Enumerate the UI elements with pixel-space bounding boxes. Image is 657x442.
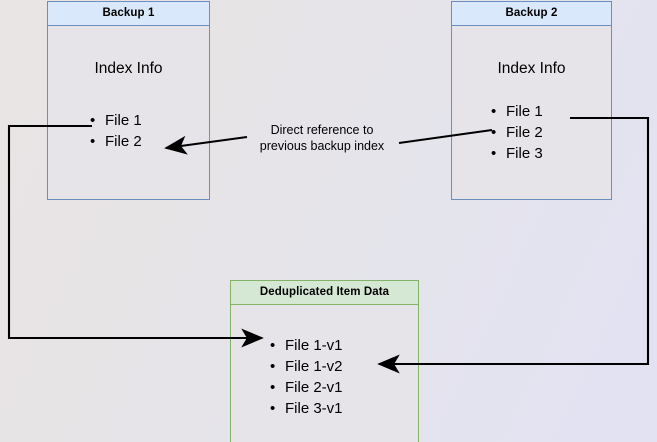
node-backup-1-body: Index Info File 1 File 2	[48, 26, 209, 199]
node-backup-1-item-list: File 1 File 2	[90, 110, 142, 152]
list-item: File 2	[90, 131, 142, 152]
node-deduplicated-item-data[interactable]: Deduplicated Item Data File 1-v1 File 1-…	[230, 280, 419, 442]
edge-label-direct-reference: Direct reference to previous backup inde…	[259, 123, 385, 153]
list-item: File 1	[491, 101, 543, 122]
list-item: File 1-v1	[270, 335, 343, 356]
node-deduplicated-item-data-header: Deduplicated Item Data	[231, 281, 418, 305]
node-backup-2-item-list: File 1 File 2 File 3	[491, 101, 543, 164]
node-deduplicated-item-list: File 1-v1 File 1-v2 File 2-v1 File 3-v1	[270, 335, 343, 419]
node-backup-2[interactable]: Backup 2 Index Info File 1 File 2 File 3	[451, 1, 612, 200]
list-item: File 3	[491, 143, 543, 164]
node-backup-2-body: Index Info File 1 File 2 File 3	[452, 26, 611, 199]
list-item: File 3-v1	[270, 398, 343, 419]
list-item: File 2-v1	[270, 377, 343, 398]
list-item: File 1	[90, 110, 142, 131]
list-item: File 2	[491, 122, 543, 143]
node-backup-1-title: Index Info	[94, 60, 163, 77]
node-backup-2-title: Index Info	[497, 60, 566, 77]
node-backup-2-header: Backup 2	[452, 2, 611, 26]
node-deduplicated-item-data-body: File 1-v1 File 1-v2 File 2-v1 File 3-v1	[231, 305, 418, 442]
list-item: File 1-v2	[270, 356, 343, 377]
node-backup-1-header: Backup 1	[48, 2, 209, 26]
node-backup-1[interactable]: Backup 1 Index Info File 1 File 2	[47, 1, 210, 200]
